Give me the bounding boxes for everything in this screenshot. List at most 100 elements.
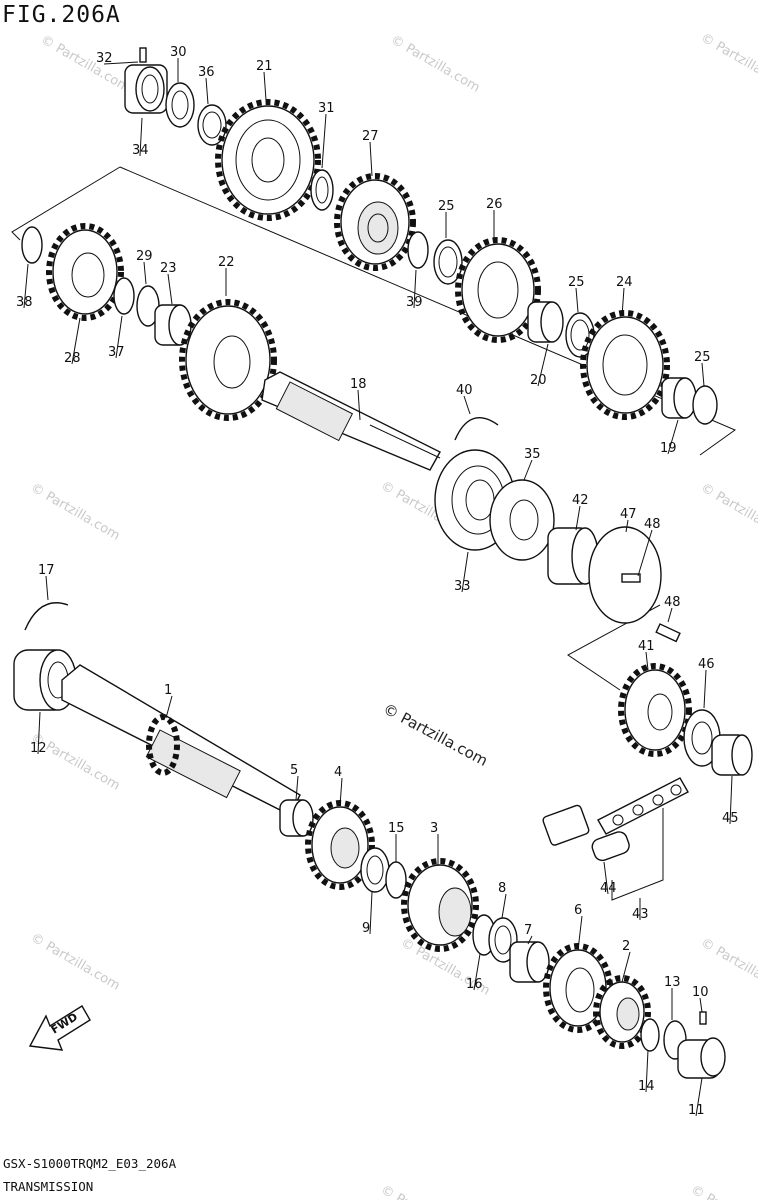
callout-leader-37 (115, 315, 123, 359)
callout-leader-11 (695, 1077, 703, 1117)
callout-leader-5 (295, 775, 299, 801)
part-25-bearing-a (433, 239, 463, 285)
part-callout-47: 47 (620, 507, 637, 522)
callout-leader-46 (703, 669, 707, 709)
part-callout-48a: 48 (644, 517, 661, 532)
watermark: © Partzilla.com (388, 32, 482, 95)
part-callout-21: 21 (256, 59, 273, 74)
callout-leader-4 (339, 777, 343, 807)
watermark: © Partzilla.com (698, 480, 758, 543)
part-39-washer (407, 231, 429, 269)
part-callout-33: 33 (454, 579, 471, 594)
callout-leader-28 (71, 317, 81, 365)
part-callout-37: 37 (108, 345, 125, 360)
watermark: © Partzilla.com (28, 730, 122, 793)
part-31-washer (310, 169, 334, 211)
part-36-bushing (197, 104, 227, 146)
group-bracket-chain (611, 808, 664, 901)
callout-leader-36 (205, 77, 209, 105)
part-callout-5: 5 (290, 763, 298, 778)
part-callout-9: 9 (362, 921, 370, 936)
part-3-gear (401, 858, 479, 952)
part-callout-13: 13 (664, 975, 681, 990)
callout-leader-1 (165, 695, 173, 719)
callout-leader-16 (473, 953, 481, 991)
part-callout-35: 35 (524, 447, 541, 462)
part-48-bolt (655, 623, 681, 643)
part-callout-25a: 25 (438, 199, 455, 214)
part-callout-29: 29 (136, 249, 153, 264)
part-callout-27: 27 (362, 129, 379, 144)
watermark: © Partzilla.com (688, 1182, 758, 1200)
callout-leader-23 (167, 273, 173, 305)
part-callout-2: 2 (622, 939, 630, 954)
group-bracket-upper (11, 166, 121, 241)
part-27-gear (334, 173, 416, 271)
part-callout-1: 1 (164, 683, 172, 698)
part-callout-20: 20 (530, 373, 547, 388)
callout-leader-2 (621, 951, 631, 983)
watermark: © Partzilla.com (698, 30, 758, 93)
callout-layer: 1234567891011121314151617181920212223242… (16, 45, 739, 1118)
part-callout-30: 30 (170, 45, 187, 60)
part-callout-42: 42 (572, 493, 589, 508)
part-28-gear (46, 223, 124, 321)
part-callout-4: 4 (334, 765, 342, 780)
part-9-washer (360, 847, 390, 893)
part-callout-31: 31 (318, 101, 335, 116)
section-name: TRANSMISSION (3, 1179, 94, 1194)
watermark: © Partzilla.com (28, 930, 122, 993)
callout-leader-24 (621, 287, 625, 317)
part-callout-36: 36 (198, 65, 215, 80)
part-46-washer (683, 709, 721, 767)
callout-leader-45 (729, 775, 733, 825)
part-5-bushing (279, 799, 314, 837)
callout-leader-48b (667, 607, 673, 623)
part-callout-28: 28 (64, 351, 81, 366)
part-callout-39: 39 (406, 295, 423, 310)
callout-leader-14 (645, 1049, 649, 1093)
part-callout-25c: 25 (694, 350, 711, 365)
part-21-gear (215, 99, 321, 221)
part-callout-34: 34 (132, 143, 149, 158)
callout-leader-32 (103, 61, 139, 65)
watermark: © Partzilla.com (28, 480, 122, 543)
part-callout-48b: 48 (664, 595, 681, 610)
callout-leader-42 (575, 505, 581, 531)
part-callout-23: 23 (160, 261, 177, 276)
part-callout-24: 24 (616, 275, 633, 290)
callout-leader-20 (537, 343, 549, 387)
part-4-gear (305, 800, 375, 890)
part-callout-19: 19 (660, 441, 677, 456)
callout-leader-29 (143, 261, 147, 285)
part-callout-22: 22 (218, 255, 235, 270)
part-callout-6: 6 (574, 903, 582, 918)
part-22-gear (179, 299, 277, 421)
part-30-washer (165, 82, 195, 128)
callout-leader-18 (357, 389, 361, 421)
part-26-gear (455, 237, 541, 343)
callout-leader-6 (577, 915, 583, 951)
part-callout-16: 16 (466, 977, 483, 992)
part-callout-12: 12 (30, 741, 47, 756)
part-25-bearing-c (692, 385, 718, 425)
part-callout-44: 44 (600, 881, 617, 896)
callout-leader-27 (369, 141, 373, 177)
part-callout-7: 7 (524, 923, 532, 938)
callout-leader-8 (501, 893, 507, 919)
callout-leader-31 (321, 113, 327, 169)
part-35-seal (489, 479, 555, 561)
part-callout-41: 41 (638, 639, 655, 654)
callout-leader-9 (369, 891, 373, 935)
part-10-pin (699, 1011, 707, 1025)
part-callout-32: 32 (96, 51, 113, 66)
callout-leader-47 (625, 519, 629, 533)
part-callout-14: 14 (638, 1079, 655, 1094)
part-2-gear (593, 975, 651, 1049)
part-38-circlip (21, 226, 43, 264)
part-24-gear (580, 310, 670, 420)
part-17-snap-ring (24, 602, 69, 631)
copyright-text: © Partzilla.com (380, 700, 491, 770)
part-callout-11: 11 (688, 1103, 705, 1118)
watermark: © Partzilla.com (378, 1182, 472, 1200)
